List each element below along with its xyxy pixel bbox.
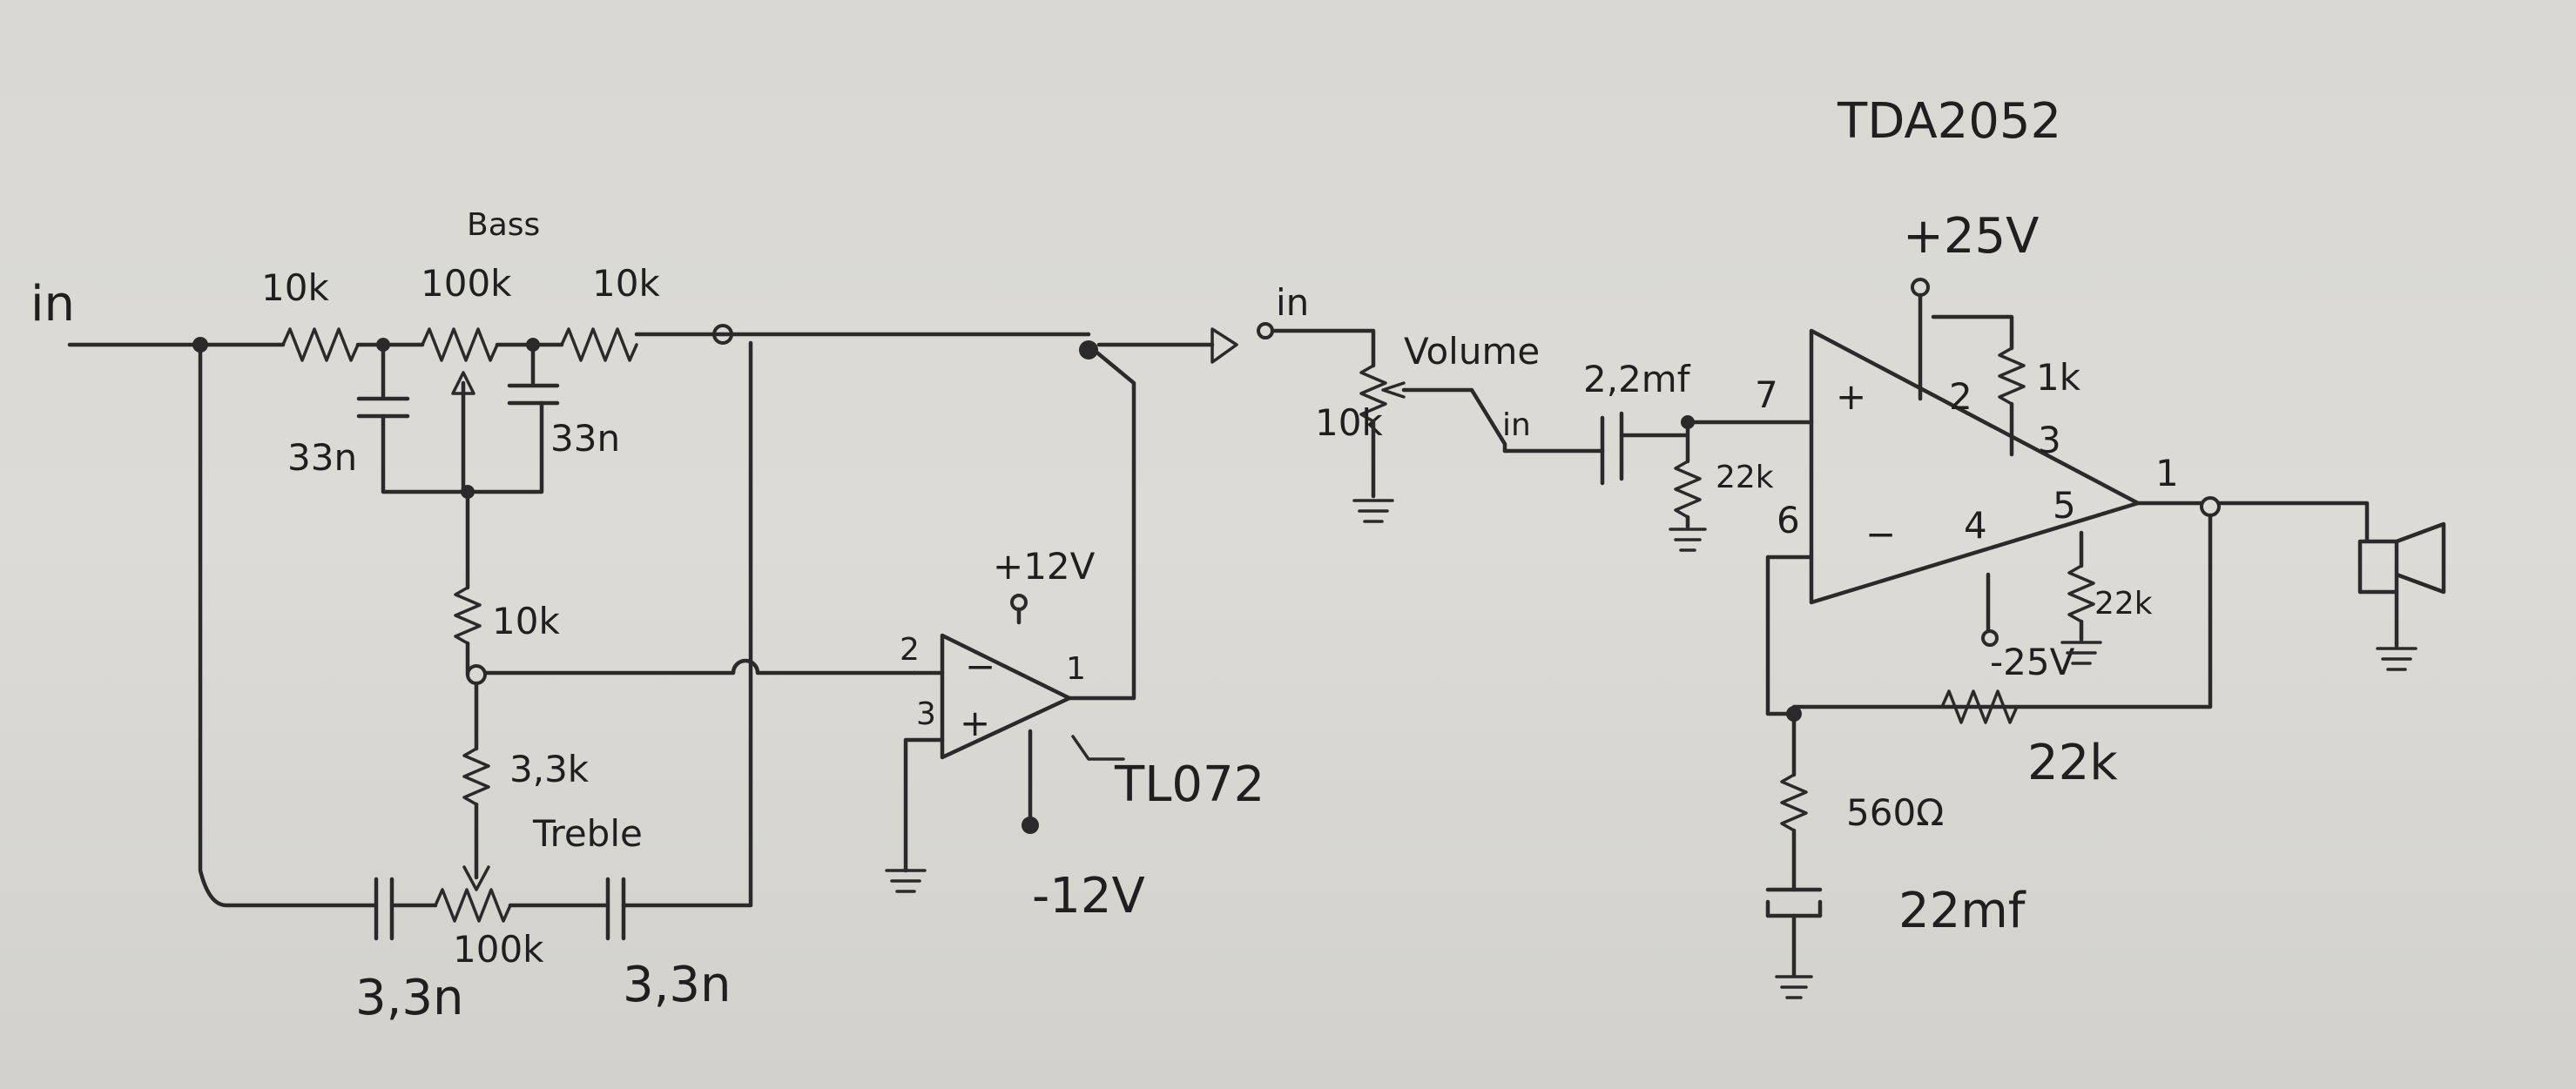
pin6-label: 6 <box>1777 499 1800 541</box>
ground-icon-pin5 <box>2060 641 2102 665</box>
capacitor-22mf-bottom <box>1765 899 1823 918</box>
input-label-left: in <box>30 276 75 333</box>
opamp-vpos-label: +12V <box>993 545 1096 588</box>
treble-pot-label: 100k <box>453 928 544 971</box>
input-label-right: in <box>1276 281 1309 324</box>
opamp-pin3-label: 3 <box>916 696 936 732</box>
opamp-tl072-symbol <box>940 633 1072 760</box>
wire-pin6-feedback <box>1765 555 1814 716</box>
resistor-input-bias <box>1674 460 1702 519</box>
amp-output-node <box>2200 496 2221 517</box>
volume-input-terminal <box>1257 322 1274 339</box>
pin1-label: 1 <box>2155 452 2179 494</box>
wire-opamp-plus-ground <box>903 737 945 873</box>
opamp-part-label: TL072 <box>1114 756 1264 813</box>
amp-vpos-label: +25V <box>1903 208 2040 265</box>
opamp-pin1-label: 1 <box>1066 651 1086 687</box>
wire-volume-in <box>1270 328 1376 368</box>
r-input-label: 22k <box>1716 460 1774 495</box>
r-treble-label: 3,3k <box>509 748 590 790</box>
c-bass-left-label: 33n <box>287 436 357 479</box>
bass-pot-label: 100k <box>421 262 512 305</box>
r-feedback-label: 22k <box>2027 735 2118 791</box>
c-input-label: 2,2mf <box>1583 358 1691 400</box>
pin2-label: 2 <box>1949 375 1972 418</box>
capacitor-bass-left <box>356 396 410 419</box>
ground-icon-volume <box>1352 499 1394 523</box>
left-rail-wire <box>198 342 377 908</box>
wire-opamp-feedback <box>1067 347 1136 701</box>
r1-label: 10k <box>261 266 329 309</box>
treble-wiper-arrow <box>462 865 490 891</box>
opamp-minus-label: − <box>965 645 995 688</box>
amp-vpos-terminal <box>1911 278 1930 297</box>
amp-vneg-terminal <box>1981 629 1999 647</box>
bass-potentiometer <box>421 327 499 362</box>
resistor-treble <box>462 747 490 806</box>
opamp-pin2-label: 2 <box>900 632 920 668</box>
r-560-label: 560Ω <box>1846 791 1944 834</box>
resistor-mid <box>454 586 482 645</box>
ground-icon-22mf <box>1775 975 1813 999</box>
c-treble-right-label: 3,3n <box>623 957 732 1013</box>
resistor-r2 <box>560 327 638 362</box>
resistor-560 <box>1780 773 1808 832</box>
pin4-label: 4 <box>1964 504 1987 547</box>
speaker-icon <box>2357 521 2446 595</box>
ground-icon-input <box>1669 528 1707 552</box>
capacitor-input <box>1600 411 1624 486</box>
treble-potentiometer <box>434 888 512 923</box>
wire-to-speaker <box>2216 501 2370 542</box>
c-22mf-label: 22mf <box>1898 883 2026 939</box>
amp-vneg-label: -25V <box>1990 641 2075 683</box>
r-pin5-label: 22k <box>2094 586 2153 622</box>
opamp-vneg-label: -12V <box>1032 868 1145 924</box>
opamp-output-node <box>1079 340 1098 360</box>
resistor-r1 <box>281 327 360 362</box>
title: TDA2052 <box>1837 93 2061 150</box>
r-boot-label: 1k <box>2036 356 2081 399</box>
pin7-label: 7 <box>1755 373 1778 416</box>
pin5-label: 5 <box>2053 484 2076 527</box>
volume-in-label: in <box>1502 407 1531 443</box>
wire-mid-to-opamp <box>482 658 917 676</box>
opamp-plus-label: + <box>960 702 990 744</box>
resistor-pin5 <box>2067 564 2095 623</box>
ground-icon-speaker <box>2376 647 2418 671</box>
c-treble-left-label: 3,3n <box>355 970 464 1026</box>
wire-output-feedback <box>1791 513 2213 709</box>
opamp-part-leader <box>1071 735 1125 761</box>
bass-label: Bass <box>467 207 540 243</box>
right-rail-wire <box>621 340 753 908</box>
volume-wiper-arrow <box>1381 381 1406 399</box>
opamp-vpos-terminal <box>1010 594 1028 611</box>
volume-label: Volume <box>1404 330 1540 373</box>
volume-potentiometer <box>1359 364 1387 423</box>
volume-wiper-wire <box>1401 387 1507 454</box>
capacitor-treble-right <box>605 877 626 941</box>
capacitor-treble-left <box>374 877 394 941</box>
resistor-bootstrap <box>1998 346 2026 406</box>
r-mid-label: 10k <box>492 600 560 642</box>
ground-icon-opamp <box>885 869 927 893</box>
pin3-label: 3 <box>2038 419 2061 461</box>
bass-wiper-arrow <box>451 371 475 395</box>
r2-label: 10k <box>592 262 660 305</box>
resistor-feedback <box>1940 689 2019 724</box>
capacitor-bass-right <box>507 383 560 406</box>
amp-minus-label: − <box>1865 513 1896 555</box>
c-bass-right-label: 33n <box>550 417 620 460</box>
treble-label: Treble <box>532 812 643 855</box>
wire-bootstrap-top <box>1931 314 2014 351</box>
mid-node <box>466 664 487 685</box>
amp-tda2052-symbol <box>1809 328 2141 605</box>
amp-plus-label: + <box>1836 375 1866 418</box>
output-arrow-icon <box>1210 327 1238 364</box>
opamp-vneg-terminal <box>1022 817 1039 834</box>
